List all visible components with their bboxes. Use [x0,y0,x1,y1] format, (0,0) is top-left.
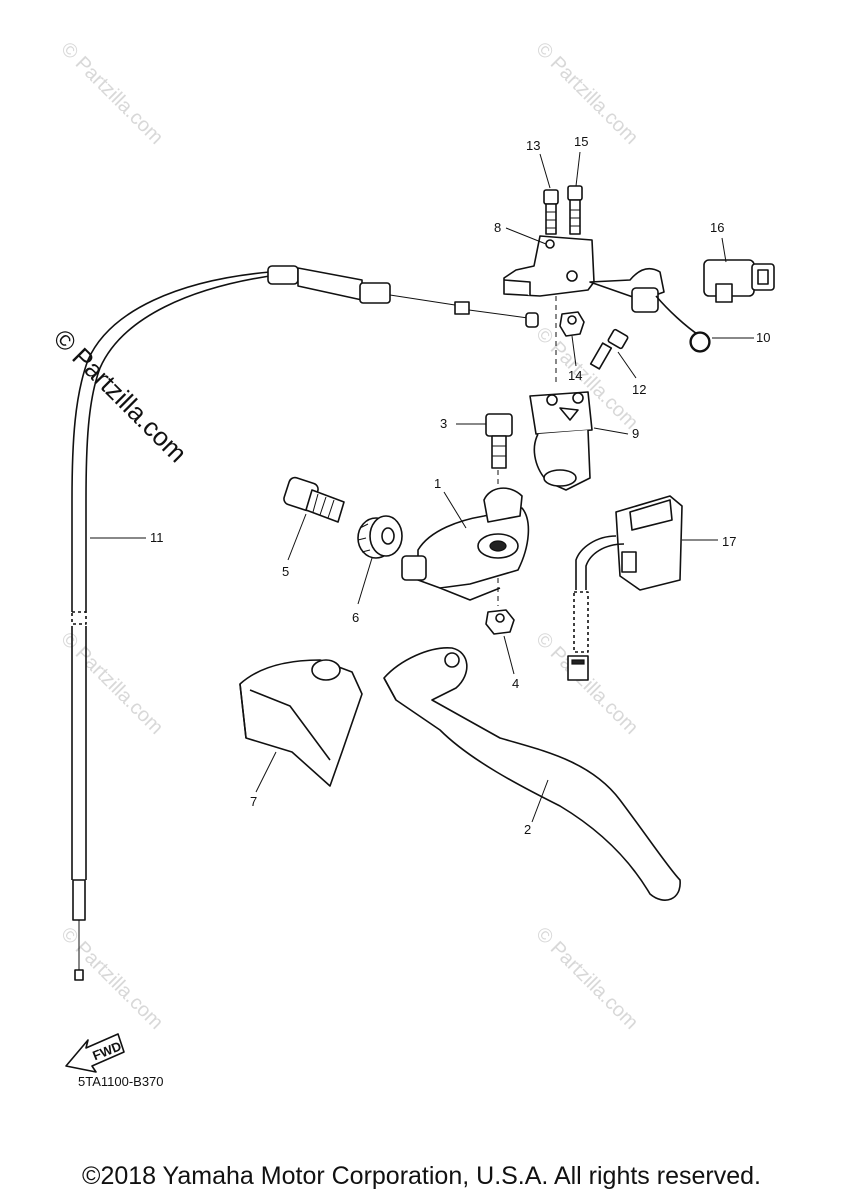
callout-16: 16 [710,220,724,235]
diagram-code: 5TA1100-B370 [78,1074,164,1089]
part-7-lever-cover [239,659,363,787]
watermark-4: © Partzilla.com [56,628,167,739]
watermark-main: © Partzilla.com [48,323,193,468]
callout-3: 3 [440,416,447,431]
callout-11: 11 [150,530,164,545]
callout-5: 5 [282,564,289,579]
part-8-bracket [503,235,595,297]
callout-9: 9 [632,426,639,441]
callout-12: 12 [632,382,646,397]
part-12-screw [589,328,629,370]
part-15-screw [567,185,583,235]
watermark-7: © Partzilla.com [531,923,642,1034]
callout-17: 17 [722,534,736,549]
part-14-nut [559,311,585,337]
part-5-adjuster [283,476,345,523]
part-17-switch [567,495,683,681]
part-6-locknut [357,515,403,559]
callout-1: 1 [434,476,441,491]
watermarks: © Partzilla.com © Partzilla.com © Partzi… [48,38,643,1034]
callout-8: 8 [494,220,501,235]
copyright-notice: ©2018 Yamaha Motor Corporation, U.S.A. A… [82,1162,761,1190]
part-9-clamp [529,391,593,491]
watermark-6: © Partzilla.com [56,923,167,1034]
part-4-nut [485,609,515,635]
part-16-hot-start-lever [589,259,775,353]
watermark-1: © Partzilla.com [56,38,167,149]
watermark-2: © Partzilla.com [531,38,642,149]
callout-10: 10 [756,330,770,345]
callout-14: 14 [568,368,582,383]
callout-7: 7 [250,794,257,809]
callout-4: 4 [512,676,519,691]
part-3-bolt [485,413,513,469]
part-11-clutch-cable [71,265,539,981]
callouts: 1 2 3 4 5 6 7 8 9 10 11 12 13 [90,134,770,837]
callout-15: 15 [574,134,588,149]
part-13-screw [543,189,559,235]
callout-13: 13 [526,138,540,153]
callout-6: 6 [352,610,359,625]
fwd-arrow-icon: FWD [65,1033,125,1073]
callout-2: 2 [524,822,531,837]
part-1-lever-holder [401,487,530,601]
part-2-clutch-lever [383,647,681,901]
